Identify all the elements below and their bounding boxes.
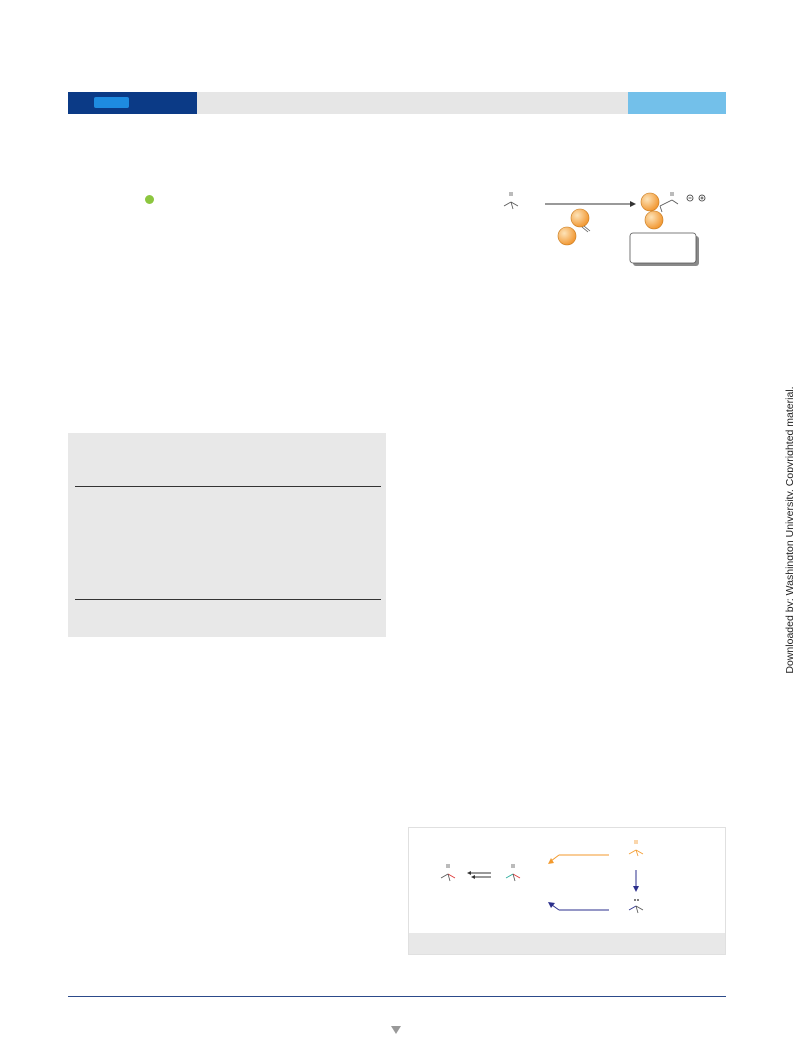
charge-symbols — [686, 194, 706, 202]
product-structure — [659, 192, 679, 213]
footer-rule — [68, 996, 726, 997]
structure-top-right — [628, 840, 644, 857]
label-box — [629, 232, 697, 264]
green-dot-icon — [145, 195, 154, 204]
copyright-text: Downloaded by: Washington University. Co… — [784, 386, 793, 674]
scheme-caption-bar — [409, 933, 725, 954]
cycle-diagram — [440, 840, 644, 914]
reagent-sphere-2 — [557, 226, 577, 246]
reactant-structure — [503, 192, 519, 210]
reaction-scheme-top — [503, 192, 706, 266]
reaction-scheme-bottom — [408, 827, 726, 955]
structure-middle — [505, 864, 521, 882]
down-triangle-icon[interactable] — [391, 1026, 401, 1034]
product-sphere-2 — [644, 210, 664, 230]
reagent-sphere-1 — [570, 208, 590, 228]
structure-left — [440, 864, 456, 882]
structure-bottom-right — [628, 899, 644, 914]
table-top-rule — [75, 486, 381, 487]
header-bar-left — [68, 92, 197, 114]
header-bar-right — [628, 92, 726, 114]
table-box — [68, 433, 386, 637]
product-sphere-1 — [640, 192, 660, 212]
table-bottom-rule — [75, 599, 381, 600]
header-badge — [94, 97, 129, 108]
header-bar-middle — [197, 92, 628, 114]
copyright-side-note: Downloaded by: Washington University. Co… — [778, 380, 793, 680]
